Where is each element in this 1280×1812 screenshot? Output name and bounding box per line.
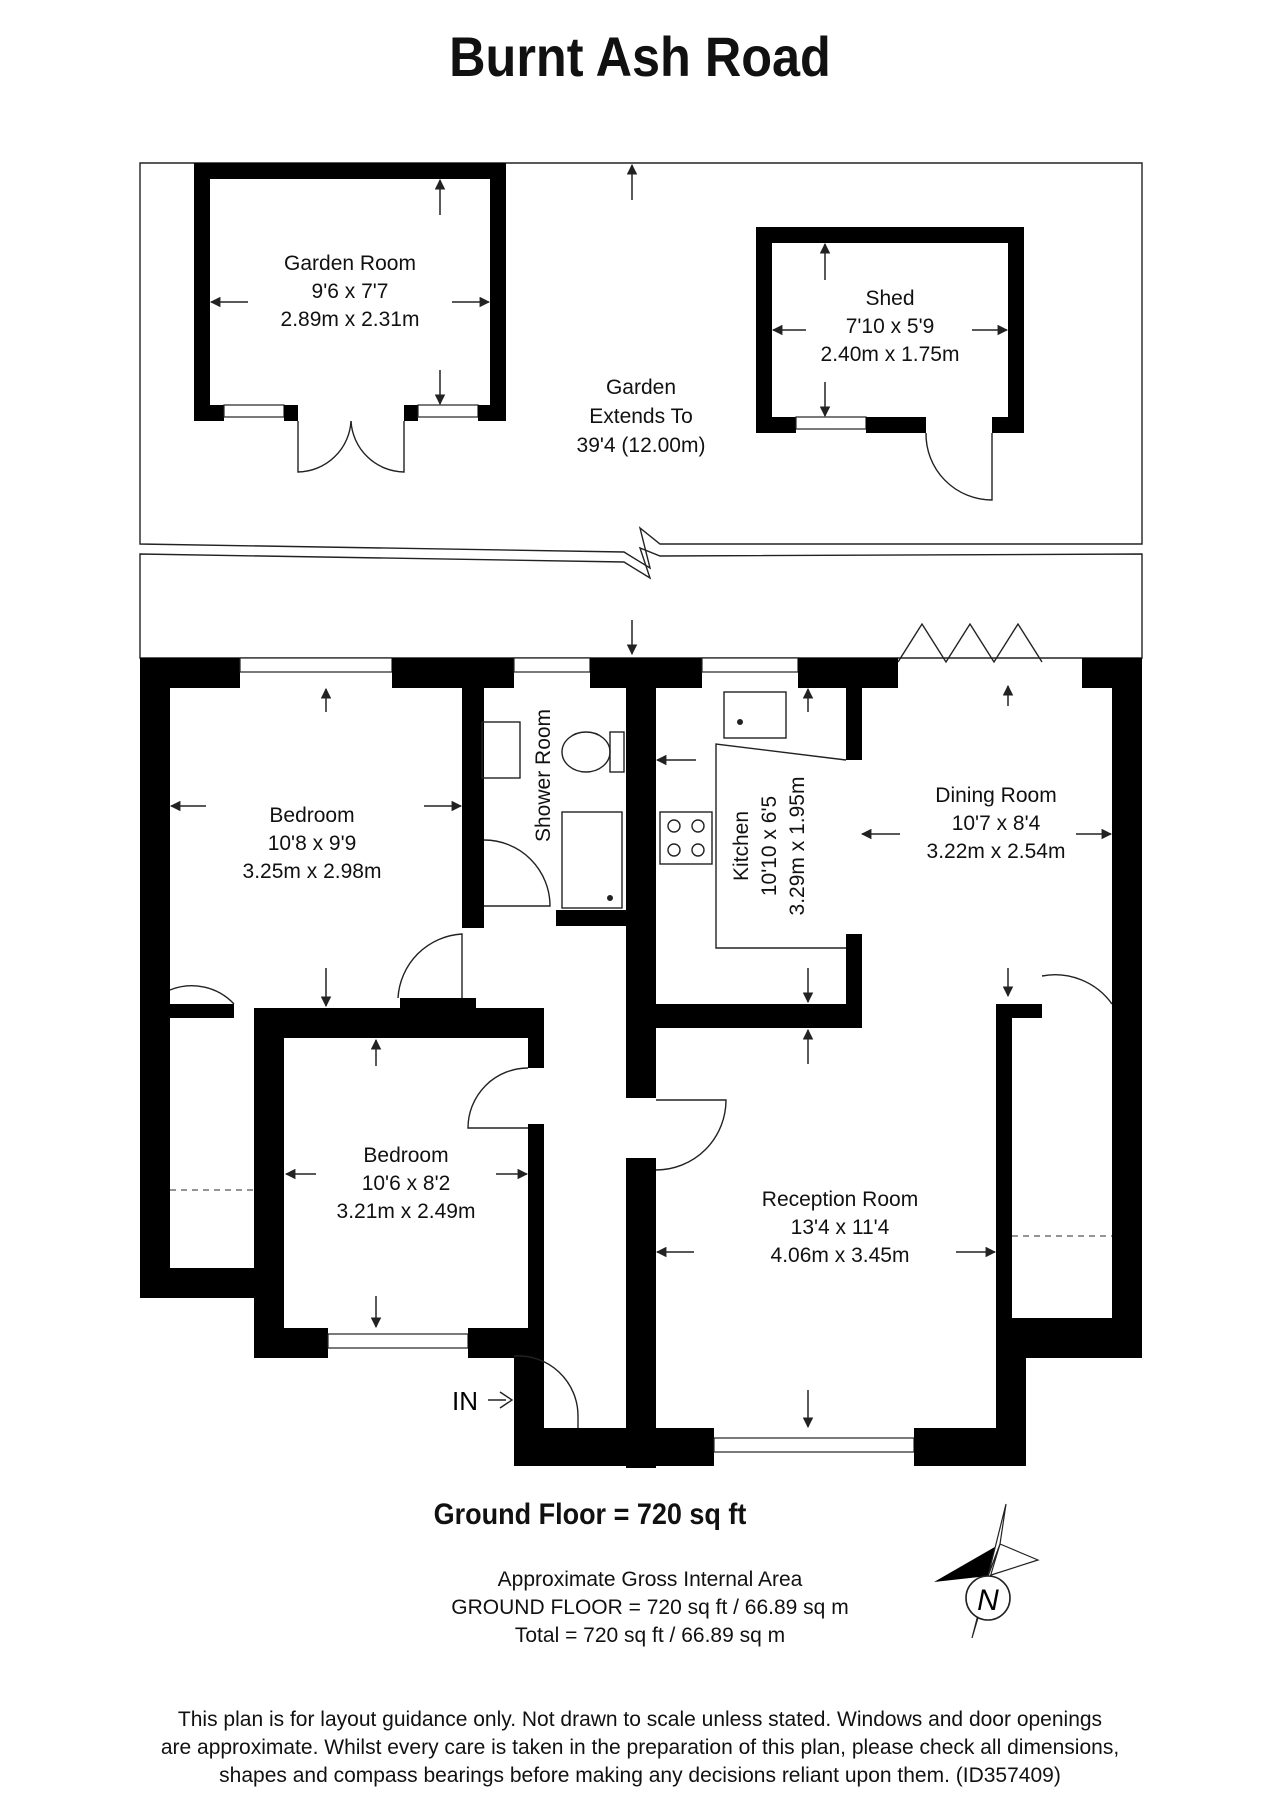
svg-text:10'7 x 8'4: 10'7 x 8'4	[952, 812, 1041, 835]
label-bedroom-2: Bedroom 10'6 x 8'2 3.21m x 2.49m	[337, 1144, 476, 1223]
garden-room	[194, 163, 506, 473]
svg-text:3.25m x 2.98m: 3.25m x 2.98m	[243, 860, 382, 883]
label-shower-room: Shower Room	[532, 709, 555, 842]
svg-text:4.06m x 3.45m: 4.06m x 3.45m	[771, 1244, 910, 1267]
gia-line-3: Total = 720 sq ft / 66.89 sq m	[514, 1624, 786, 1647]
floor-area-total: Ground Floor = 720 sq ft	[433, 1498, 747, 1531]
svg-text:IN: IN	[452, 1386, 478, 1416]
svg-text:2.40m x 1.75m: 2.40m x 1.75m	[821, 343, 960, 366]
svg-text:7'10 x 5'9: 7'10 x 5'9	[846, 315, 935, 338]
gia-line-1: Approximate Gross Internal Area	[497, 1568, 803, 1591]
disclaimer: This plan is for layout guidance only. N…	[90, 1706, 1190, 1790]
svg-text:3.29m x 1.95m: 3.29m x 1.95m	[786, 777, 809, 916]
label-reception-room: Reception Room 13'4 x 11'4 4.06m x 3.45m	[762, 1188, 918, 1267]
plan-title: Burnt Ash Road	[449, 25, 831, 88]
shed	[756, 227, 1024, 501]
label-kitchen: Kitchen 10'10 x 6'5 3.29m x 1.95m	[730, 777, 809, 916]
svg-text:Dining Room: Dining Room	[935, 784, 1056, 807]
svg-text:N: N	[977, 1584, 999, 1617]
svg-text:Extends To: Extends To	[589, 405, 693, 428]
compass-icon: N	[934, 1503, 1040, 1639]
label-garden: Garden Extends To 39'4 (12.00m)	[577, 376, 706, 457]
svg-text:10'6 x 8'2: 10'6 x 8'2	[362, 1172, 451, 1195]
svg-text:3.22m x 2.54m: 3.22m x 2.54m	[927, 840, 1066, 863]
svg-text:10'10 x 6'5: 10'10 x 6'5	[758, 796, 781, 896]
disclaimer-line-3: shapes and compass bearings before makin…	[219, 1764, 1061, 1787]
svg-text:Kitchen: Kitchen	[730, 811, 753, 881]
svg-text:Garden Room: Garden Room	[284, 252, 416, 275]
house-walls	[140, 657, 1142, 1468]
label-bedroom-1: Bedroom 10'8 x 9'9 3.25m x 2.98m	[243, 804, 382, 883]
disclaimer-line-1: This plan is for layout guidance only. N…	[177, 1708, 1103, 1731]
svg-text:9'6 x 7'7: 9'6 x 7'7	[312, 280, 389, 303]
svg-text:3.21m x 2.49m: 3.21m x 2.49m	[337, 1200, 476, 1223]
gross-internal-area: Approximate Gross Internal Area GROUND F…	[380, 1566, 920, 1650]
svg-text:13'4 x 11'4: 13'4 x 11'4	[791, 1216, 890, 1239]
label-dining-room: Dining Room 10'7 x 8'4 3.22m x 2.54m	[927, 784, 1066, 863]
entrance-marker: IN	[452, 1386, 514, 1416]
gia-line-2: GROUND FLOOR = 720 sq ft / 66.89 sq m	[451, 1596, 849, 1619]
svg-text:39'4 (12.00m): 39'4 (12.00m)	[577, 434, 706, 457]
disclaimer-line-2: are approximate. Whilst every care is ta…	[160, 1736, 1120, 1759]
label-garden-room: Garden Room 9'6 x 7'7 2.89m x 2.31m	[281, 252, 420, 331]
svg-text:Garden: Garden	[606, 376, 676, 399]
svg-text:2.89m x 2.31m: 2.89m x 2.31m	[281, 308, 420, 331]
svg-text:10'8 x 9'9: 10'8 x 9'9	[268, 832, 357, 855]
svg-text:Reception Room: Reception Room	[762, 1188, 918, 1211]
svg-text:Shed: Shed	[865, 287, 914, 310]
svg-text:Bedroom: Bedroom	[269, 804, 354, 827]
label-shed: Shed 7'10 x 5'9 2.40m x 1.75m	[821, 287, 960, 366]
svg-text:Bedroom: Bedroom	[363, 1144, 448, 1167]
